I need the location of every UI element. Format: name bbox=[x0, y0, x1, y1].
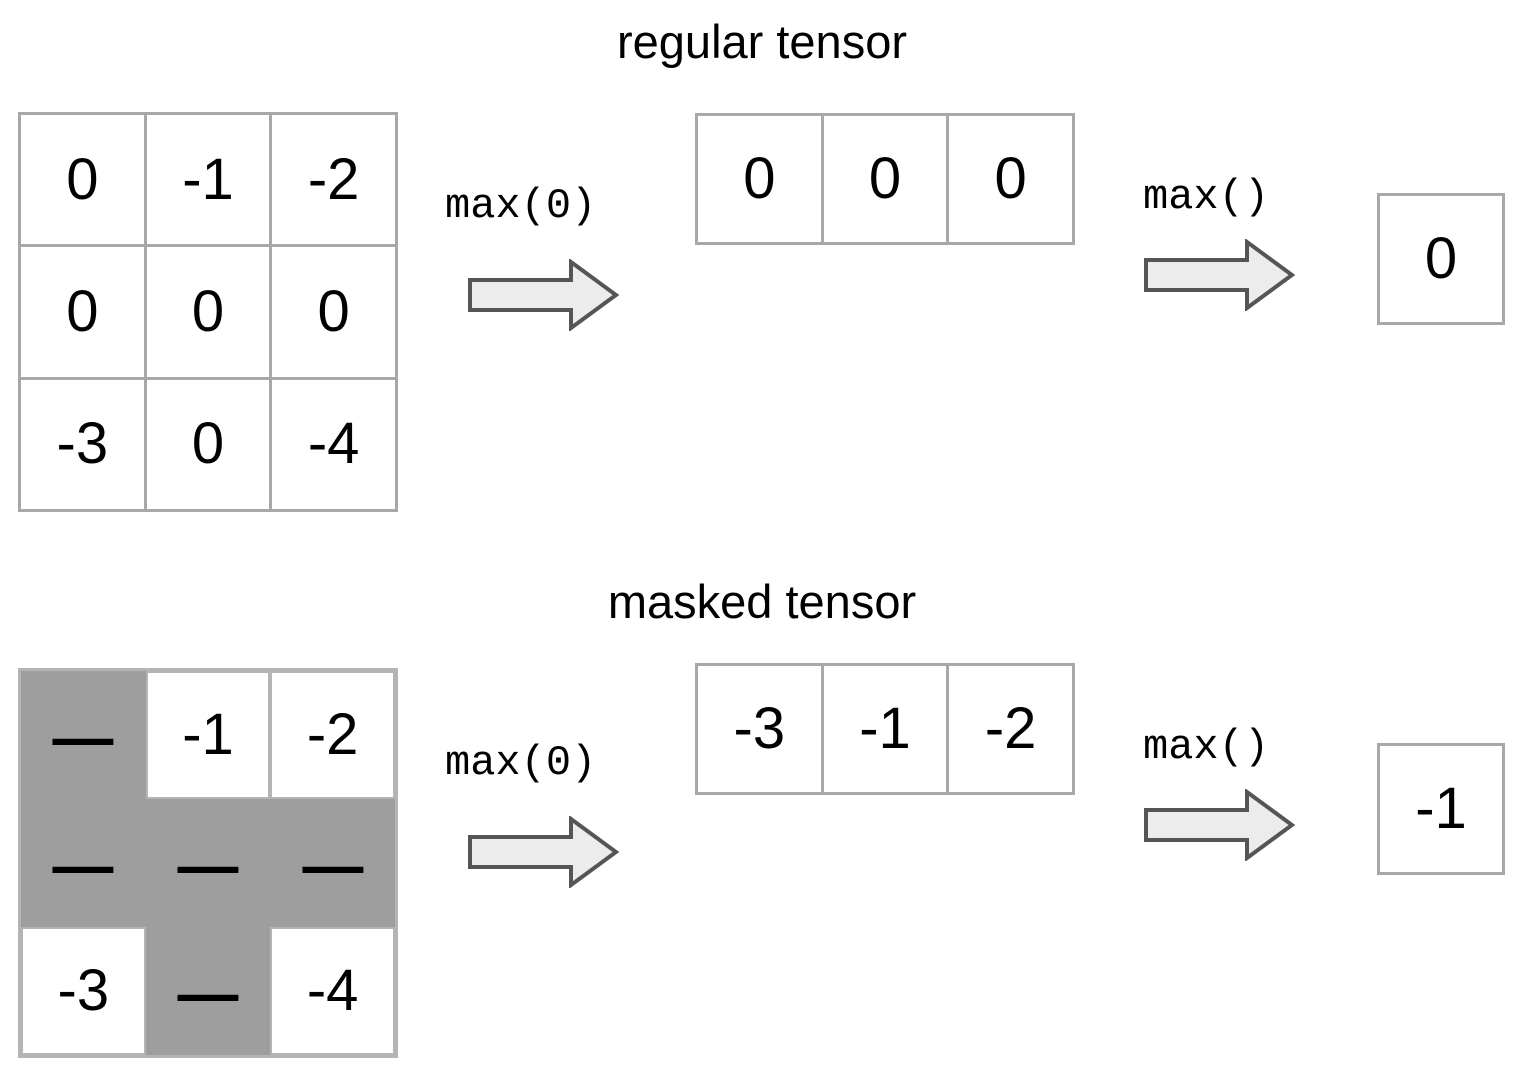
cell-value: 0 bbox=[191, 278, 225, 344]
matrix-cell: 0 bbox=[21, 247, 144, 377]
cell-value: -3 bbox=[56, 411, 109, 477]
matrix-cell-masked: — bbox=[21, 799, 146, 927]
cell-value: -2 bbox=[984, 696, 1037, 761]
matrix-cell-masked: — bbox=[270, 799, 395, 927]
cell-value: — bbox=[177, 938, 239, 1043]
masked-intermediate-row: -3 -1 -2 bbox=[695, 663, 1075, 795]
matrix-cell: -3 bbox=[21, 379, 144, 509]
matrix-cell: 0 bbox=[146, 247, 270, 377]
cell-value: -4 bbox=[306, 958, 359, 1023]
cell-value: — bbox=[302, 810, 364, 915]
cell-value: -1 bbox=[182, 702, 234, 767]
operation-label: max() bbox=[1143, 723, 1270, 771]
cell-value: — bbox=[177, 810, 239, 915]
cell-value: -1 bbox=[859, 696, 911, 761]
operation-label: max() bbox=[1143, 173, 1270, 221]
cell-value: — bbox=[52, 682, 114, 787]
row-cell: 0 bbox=[698, 116, 821, 242]
masked-input-matrix: — -1 -2 — — — -3 — -4 bbox=[18, 668, 398, 1058]
regular-input-matrix: 0 -1 -2 0 0 0 -3 0 -4 bbox=[18, 112, 398, 512]
cell-value: 0 bbox=[1424, 226, 1458, 291]
page-title-masked-tensor: masked tensor bbox=[607, 575, 917, 628]
matrix-cell-visible: -1 bbox=[145, 671, 271, 799]
cell-value: -2 bbox=[306, 702, 359, 767]
cell-value: 0 bbox=[191, 411, 225, 477]
matrix-cell-masked: — bbox=[21, 671, 146, 799]
matrix-cell-masked: — bbox=[146, 799, 271, 927]
right-block-arrow-icon bbox=[468, 259, 619, 331]
regular-intermediate-row: 0 0 0 bbox=[695, 113, 1075, 245]
cell-value: -1 bbox=[1415, 776, 1467, 841]
operation-label: max(0) bbox=[445, 182, 597, 230]
row-cell: 0 bbox=[949, 116, 1072, 242]
matrix-cell-visible: -2 bbox=[270, 671, 395, 799]
cell-value: 0 bbox=[66, 146, 99, 212]
cell-value: -1 bbox=[182, 146, 234, 212]
row-cell: -1 bbox=[823, 666, 947, 792]
matrix-cell: -2 bbox=[272, 115, 395, 245]
operation-label: max(0) bbox=[445, 739, 597, 787]
right-block-arrow-icon bbox=[468, 816, 619, 888]
matrix-cell-visible: -3 bbox=[21, 927, 146, 1055]
cell-value: 0 bbox=[317, 278, 350, 344]
regular-scalar-result: 0 bbox=[1377, 193, 1505, 325]
cell-value: 0 bbox=[994, 146, 1027, 211]
page-title-regular-tensor: regular tensor bbox=[617, 15, 907, 68]
cell-value: 0 bbox=[743, 146, 776, 211]
row-cell: 0 bbox=[823, 116, 947, 242]
cell-value: -3 bbox=[57, 958, 110, 1023]
cell-value: -2 bbox=[307, 146, 360, 212]
row-cell: -2 bbox=[949, 666, 1072, 792]
cell-value: -3 bbox=[733, 696, 786, 761]
cell-value: 0 bbox=[868, 146, 902, 211]
cell-value: — bbox=[52, 810, 114, 915]
cell-value: -4 bbox=[307, 411, 360, 477]
matrix-cell-masked: — bbox=[146, 927, 271, 1055]
right-block-arrow-icon bbox=[1144, 239, 1295, 311]
masked-scalar-result: -1 bbox=[1377, 743, 1505, 875]
row-cell: -3 bbox=[698, 666, 821, 792]
matrix-cell: -1 bbox=[146, 115, 270, 245]
cell-value: 0 bbox=[66, 278, 99, 344]
right-block-arrow-icon bbox=[1144, 789, 1295, 861]
matrix-cell: -4 bbox=[272, 379, 395, 509]
matrix-cell: 0 bbox=[21, 115, 144, 245]
matrix-cell: 0 bbox=[272, 247, 395, 377]
matrix-cell-visible: -4 bbox=[270, 927, 395, 1055]
matrix-cell: 0 bbox=[146, 379, 270, 509]
